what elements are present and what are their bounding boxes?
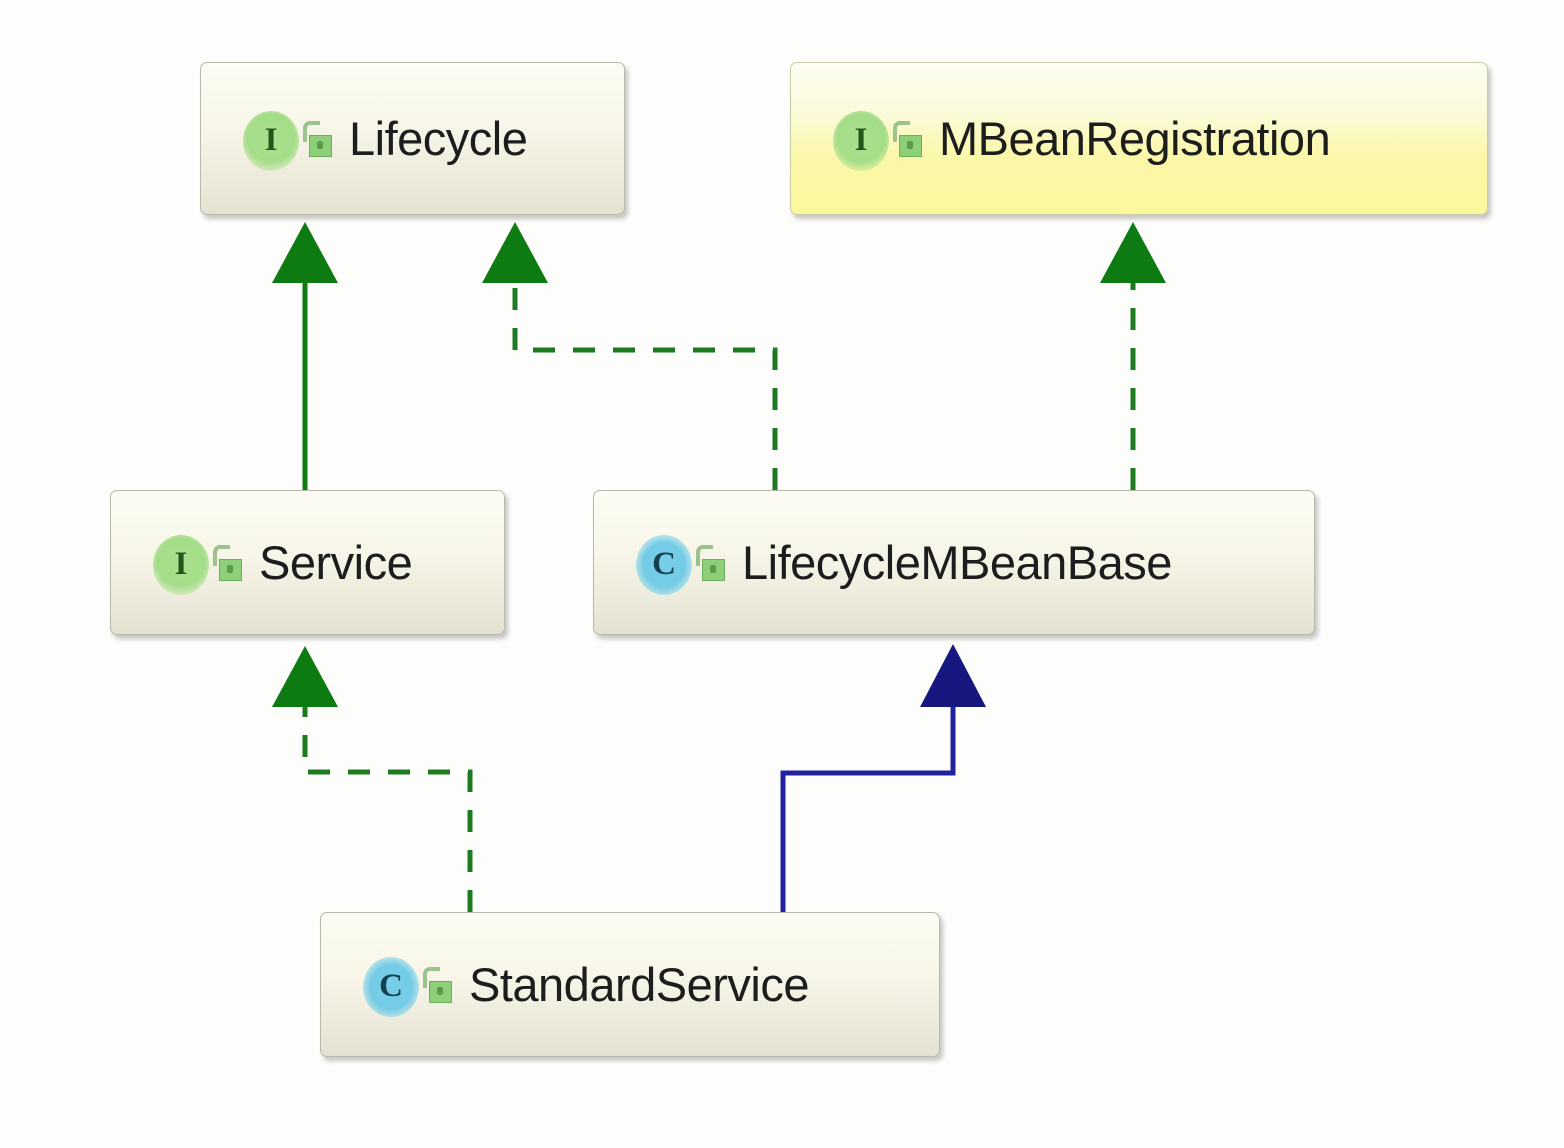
lock-icon xyxy=(694,543,728,583)
lock-icon xyxy=(891,119,925,159)
edge-lifecyclembeanbase-implements-mbeanregistration xyxy=(1100,222,1166,490)
class-icon: C xyxy=(632,529,692,597)
edge-standardservice-implements-service xyxy=(272,646,473,912)
lock-icon xyxy=(301,119,335,159)
class-node-label: LifecycleMBeanBase xyxy=(742,536,1172,589)
class-node-lifecyclembeanbase[interactable]: C LifecycleMBeanBase xyxy=(593,490,1315,635)
lock-icon xyxy=(421,965,455,1005)
class-node-label: Service xyxy=(259,536,413,589)
class-node-service[interactable]: I Service xyxy=(110,490,505,635)
class-node-label: Lifecycle xyxy=(349,112,528,165)
interface-stereotype-letter: I xyxy=(833,110,889,171)
class-icon: C xyxy=(359,951,419,1019)
interface-stereotype-letter: I xyxy=(243,110,299,171)
class-stereotype-letter: C xyxy=(363,956,419,1017)
class-node-label: MBeanRegistration xyxy=(939,112,1331,165)
edge-standardservice-extends-lifecyclembeanbase xyxy=(780,644,986,912)
class-stereotype-letter: C xyxy=(636,534,692,595)
edge-service-extends-lifecycle xyxy=(272,222,338,490)
interface-icon: I xyxy=(239,105,299,173)
class-node-label: StandardService xyxy=(469,958,809,1011)
interface-stereotype-letter: I xyxy=(153,534,209,595)
interface-icon: I xyxy=(149,529,209,597)
edge-lifecyclembeanbase-implements-lifecycle xyxy=(482,222,778,490)
class-node-standardservice[interactable]: C StandardService xyxy=(320,912,940,1057)
class-node-lifecycle[interactable]: I Lifecycle xyxy=(200,62,625,215)
lock-icon xyxy=(211,543,245,583)
class-node-mbeanregistration[interactable]: I MBeanRegistration xyxy=(790,62,1488,215)
interface-icon: I xyxy=(829,105,889,173)
